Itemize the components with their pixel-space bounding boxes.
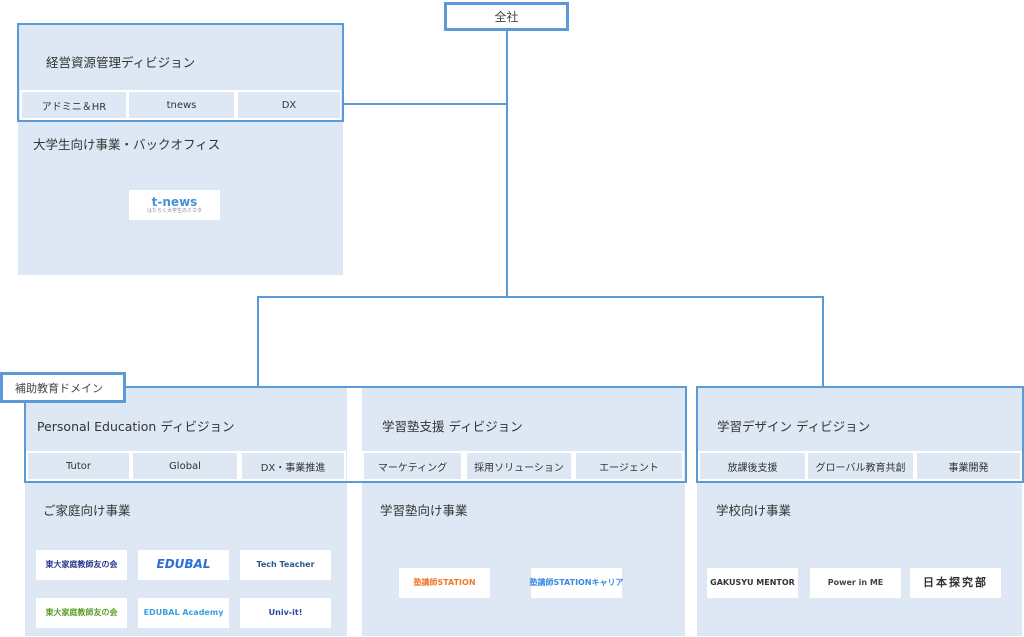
connector-right-vertical <box>822 296 824 388</box>
brand-logo: 東大家庭教師友の会 <box>36 598 127 628</box>
division-unit: Global <box>133 453 237 479</box>
division-unit: 放課後支援 <box>700 453 805 479</box>
division-unit: DX・事業推進 <box>242 453 344 479</box>
brand-logo: Tech Teacher <box>240 550 331 580</box>
division-unit: Tutor <box>28 453 129 479</box>
brand-logo: 塾講師STATIONキャリア <box>529 568 624 598</box>
connector-root-vertical <box>506 30 508 298</box>
division-unit: エージェント <box>576 453 682 479</box>
division-title: 学習塾支援 ディビジョン <box>382 419 523 434</box>
division-unit: 事業開発 <box>917 453 1020 479</box>
management-unit: アドミニ＆HR <box>22 92 126 118</box>
connector-left-vertical <box>257 296 259 388</box>
brand-logo: EDUBAL <box>138 550 229 580</box>
tnews-logo: t-news はたらく大学生のミカタ <box>129 190 220 220</box>
pe-panel <box>25 387 347 636</box>
brand-logo: Univ-it! <box>240 598 331 628</box>
management-title: 経営資源管理ディビジョン <box>46 55 196 70</box>
brand-logo: EDUBAL Academy <box>138 598 229 628</box>
domain-division-border <box>24 386 687 483</box>
connector-management <box>343 103 507 105</box>
division-unit: 採用ソリューション <box>467 453 571 479</box>
brand-logo: GAKUSYU MENTOR <box>707 568 798 598</box>
business-title: 学習塾向け事業 <box>380 503 468 518</box>
division-unit: マーケティング <box>364 453 461 479</box>
domain-label-box: 補助教育ドメイン <box>0 372 126 403</box>
management-division-border <box>17 23 344 122</box>
management-unit: tnews <box>129 92 234 118</box>
division-unit: グローバル教育共創 <box>808 453 913 479</box>
brand-logo: Power in ME <box>810 568 901 598</box>
root-node: 全社 <box>444 2 569 31</box>
business-title: 学校向け事業 <box>716 503 792 518</box>
root-label: 全社 <box>494 10 519 24</box>
brand-logo: 日本探究部 <box>910 568 1001 598</box>
division-title: 学習デザイン ディビジョン <box>717 419 871 434</box>
management-business: 大学生向け事業・バックオフィス <box>33 137 221 152</box>
management-unit: DX <box>238 92 340 118</box>
business-title: ご家庭向け事業 <box>43 503 131 518</box>
division-title: Personal Education ディビジョン <box>37 419 235 434</box>
design-division-border <box>696 386 1024 483</box>
connector-horizontal <box>257 296 824 298</box>
management-panel <box>18 24 343 275</box>
brand-logo: 東大家庭教師友の会 <box>36 550 127 580</box>
brand-logo: 塾講師STATION <box>399 568 490 598</box>
